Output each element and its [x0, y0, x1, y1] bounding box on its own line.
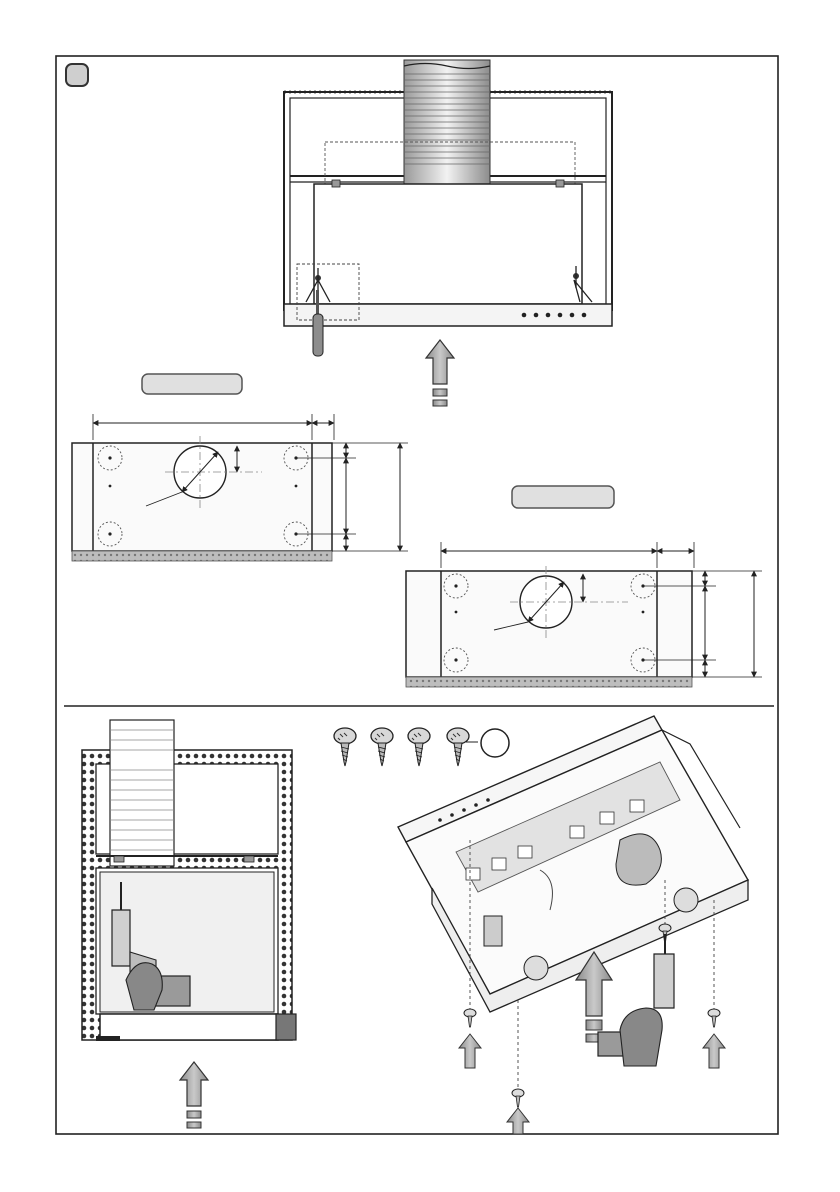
hood-in-cabinet-front-view: [284, 60, 612, 406]
step-badge: [66, 64, 88, 86]
drilling-cabinet-side-view: [82, 720, 296, 1128]
cutout-template-large: [406, 486, 762, 687]
quantity-circle: [481, 729, 509, 757]
cutout-template-small: [72, 374, 408, 561]
screw-mounting-isometric: [334, 716, 748, 1134]
